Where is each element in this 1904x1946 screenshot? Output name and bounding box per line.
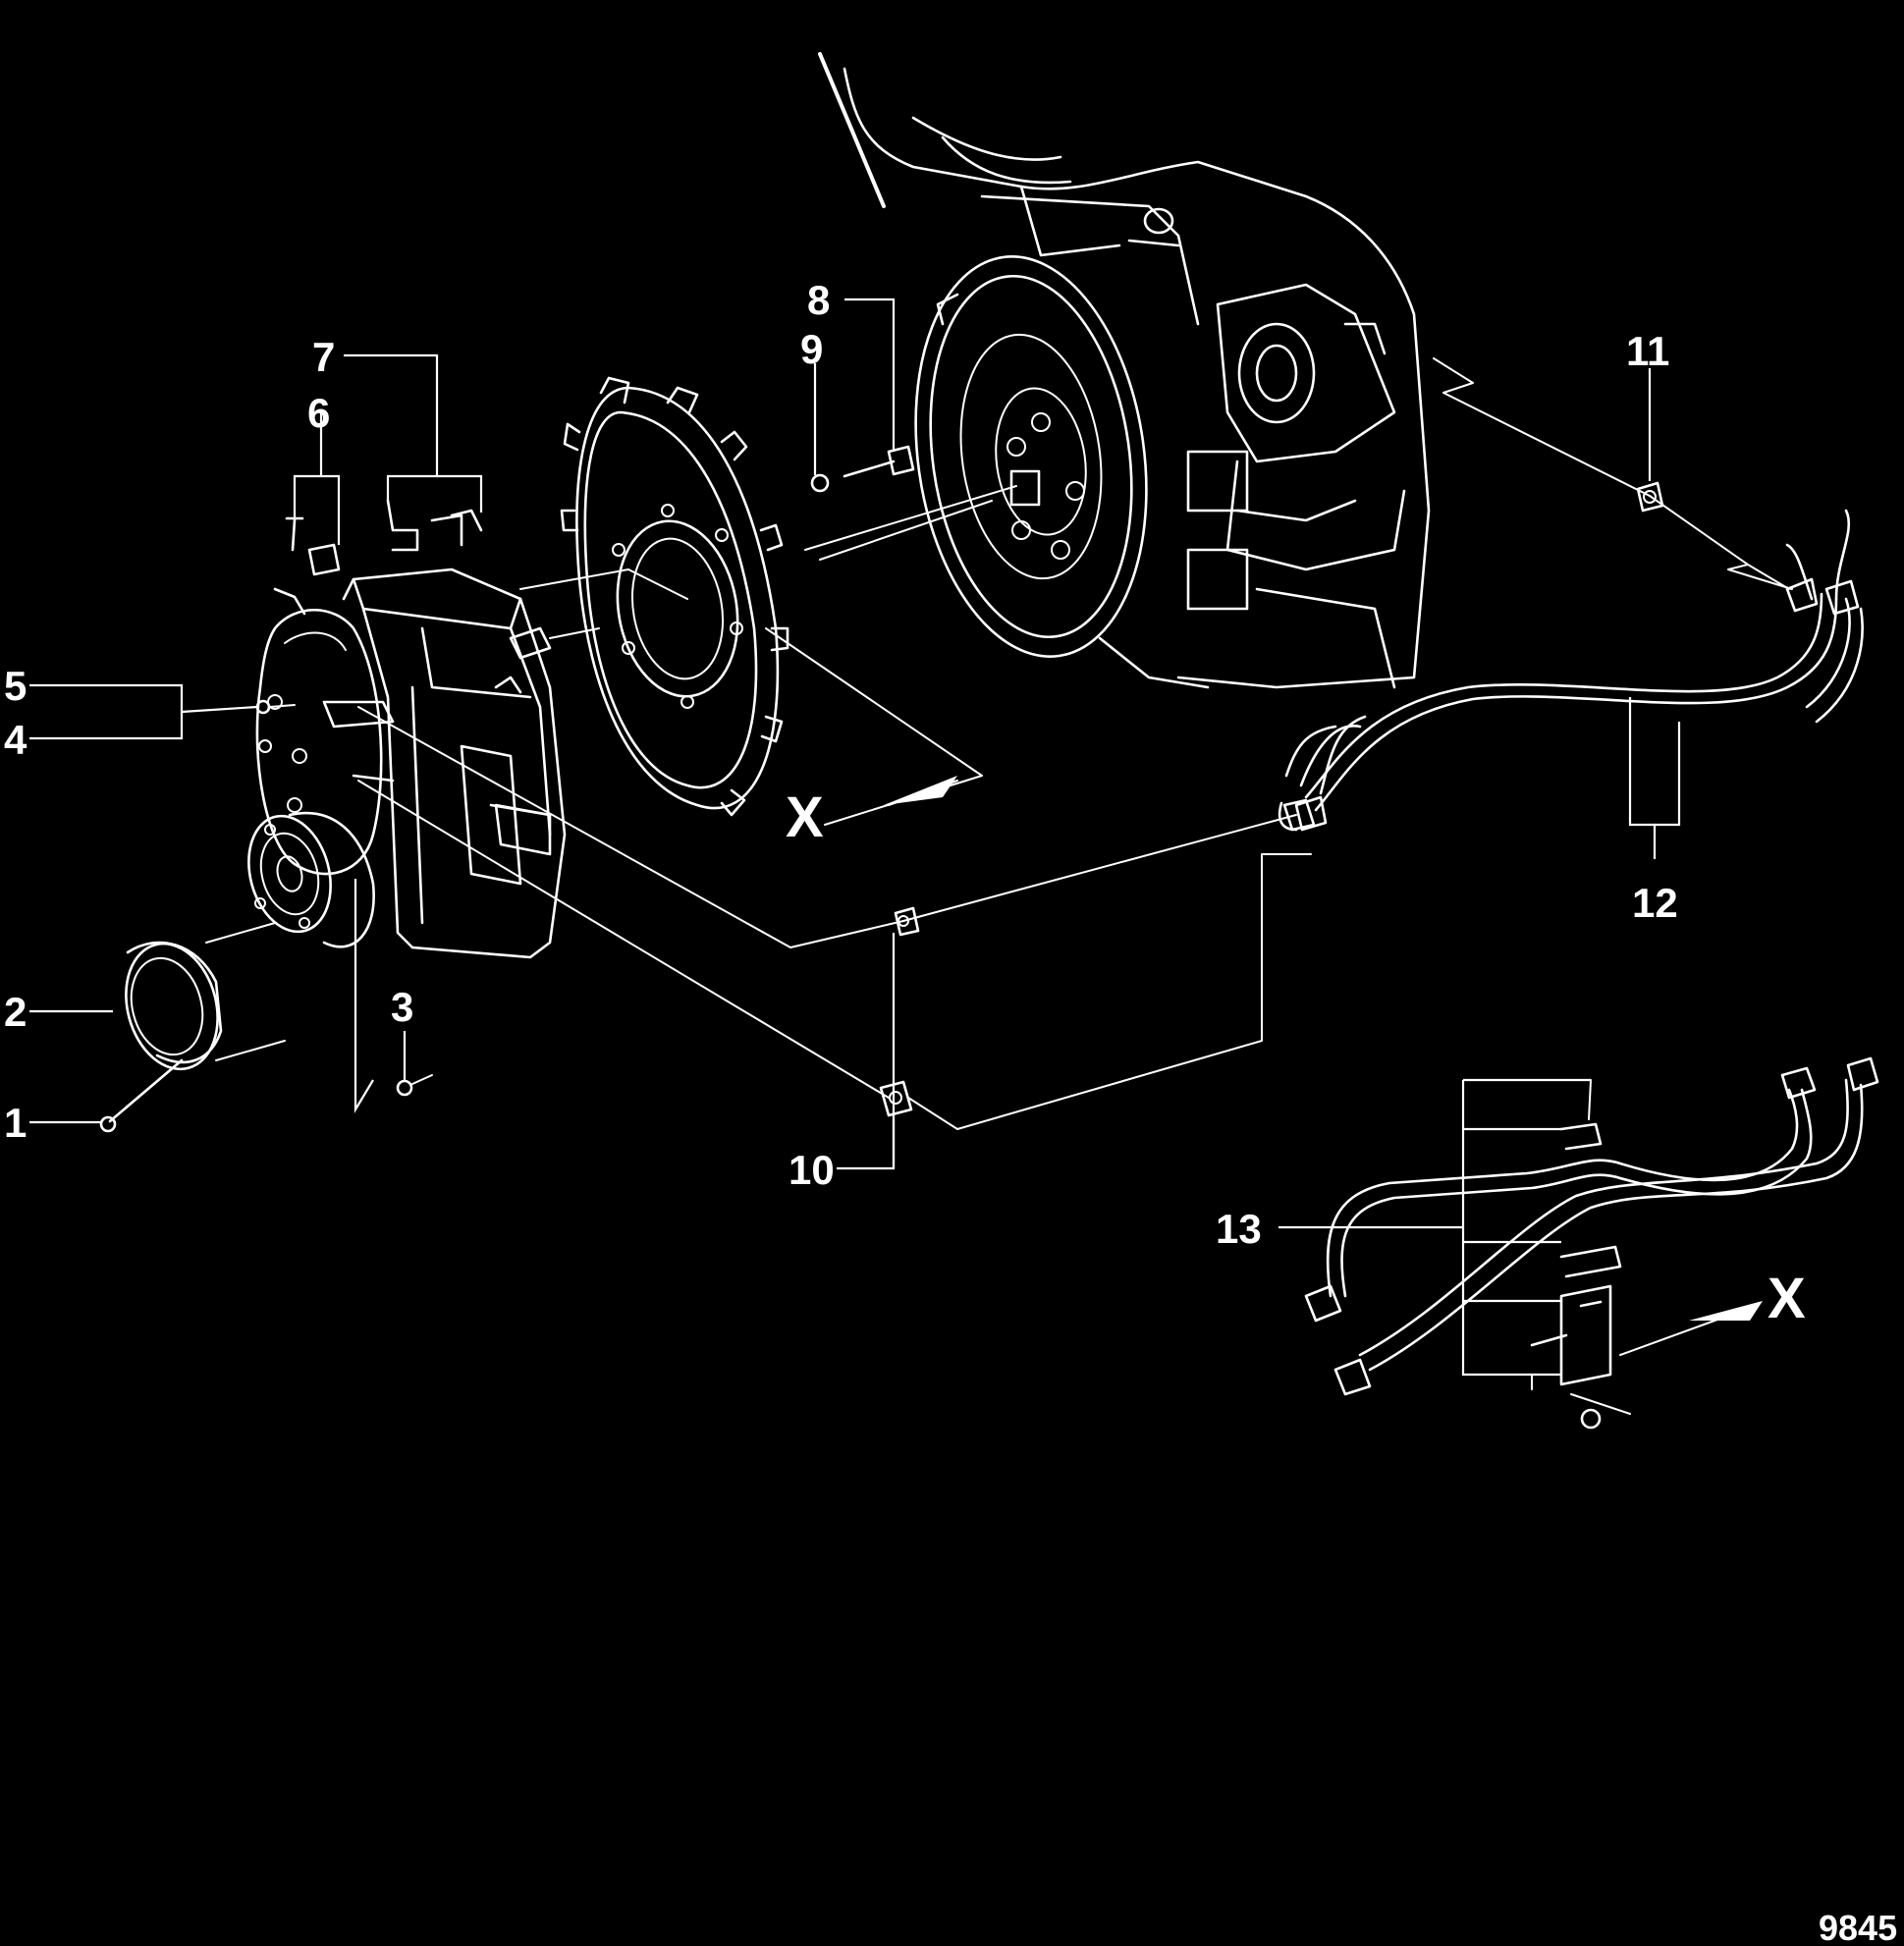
callout-labels: 1 2 3 4 5 6 7 8 9 10 11 12 13 [4, 277, 1678, 1252]
detail-view-hoses [1304, 1056, 1879, 1430]
view-marker-x-detail: X [1768, 1267, 1806, 1330]
callout-12: 12 [1632, 880, 1678, 926]
callout-3: 3 [391, 984, 413, 1030]
connection-lines [357, 357, 1793, 1130]
drive-plate [560, 376, 789, 817]
flywheel-housing [914, 255, 1210, 689]
callout-7: 7 [312, 334, 335, 380]
callout-6: 6 [307, 390, 330, 436]
callout-4: 4 [4, 717, 27, 763]
callout-1: 1 [4, 1100, 27, 1146]
mount-nut [396, 1074, 433, 1097]
callout-leaders [29, 297, 1681, 1377]
callout-13: 13 [1216, 1206, 1262, 1252]
alignment-lines [519, 485, 1017, 639]
housing-bolt [810, 445, 915, 493]
view-marker-x-main: X [786, 785, 824, 849]
companion-flange [125, 922, 286, 1071]
figure-number: 9845 [1819, 1908, 1897, 1946]
callout-9: 9 [800, 326, 823, 372]
view-x-pointer-main [765, 627, 983, 826]
engine-block [818, 52, 1431, 689]
top-sensors [273, 499, 483, 616]
callout-5: 5 [4, 663, 27, 709]
transmission-housing [255, 568, 567, 959]
output-flange [247, 811, 375, 948]
flange-bolt [99, 1058, 184, 1133]
callout-8: 8 [807, 277, 830, 323]
callout-11: 11 [1626, 328, 1669, 374]
cover-fittings [255, 699, 296, 715]
callout-2: 2 [4, 989, 27, 1035]
oil-cooler-hoses [1278, 509, 1864, 832]
hose-fittings [879, 798, 1316, 1117]
callout-10: 10 [789, 1147, 835, 1193]
